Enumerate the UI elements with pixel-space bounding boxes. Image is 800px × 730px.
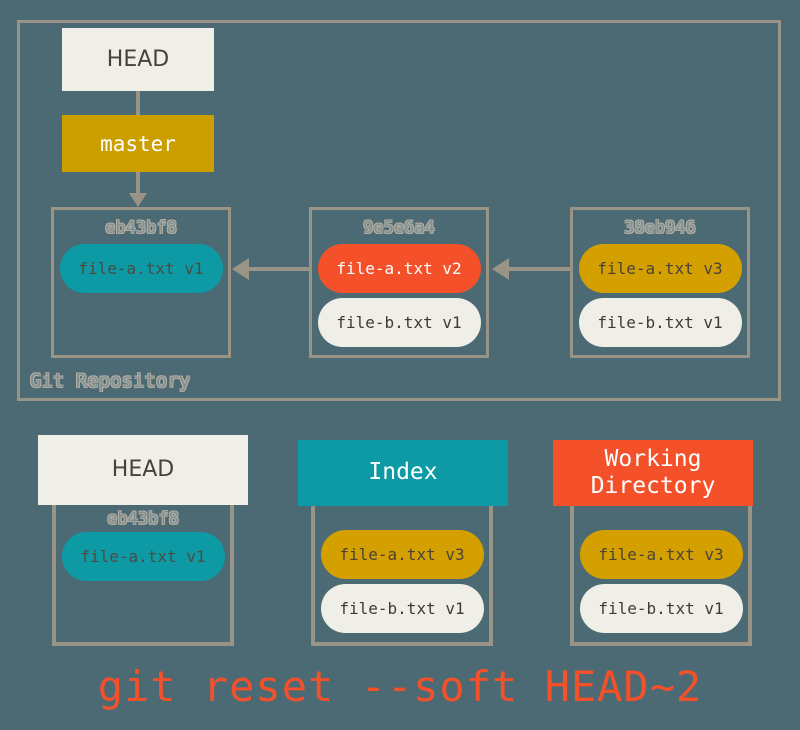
- area-file-list: file-a.txt v1: [56, 532, 230, 581]
- commit-box-eb43bf8: eb43bf8 file-a.txt v1: [51, 207, 231, 358]
- arrow-commit-9e5e6a4-to-eb43bf8: [248, 267, 310, 271]
- area-header-index: Index: [298, 440, 508, 506]
- file-pill: file-b.txt v1: [317, 298, 481, 347]
- area-header-working-directory: Working Directory: [553, 440, 753, 506]
- head-ref-label: HEAD: [106, 47, 170, 72]
- area-title-line-1: Working: [604, 445, 702, 472]
- master-ref-box: master: [62, 115, 214, 172]
- arrow-master-to-commit: [136, 172, 140, 194]
- area-header-head: HEAD: [38, 435, 248, 505]
- commit-box-9e5e6a4: 9e5e6a4 file-a.txt v2 file-b.txt v1: [309, 207, 489, 358]
- area-body-index: file-a.txt v3 file-b.txt v1: [311, 506, 493, 646]
- commit-file-list: file-a.txt v1: [54, 244, 228, 293]
- area-file-list: file-a.txt v3 file-b.txt v1: [315, 530, 489, 633]
- file-pill: file-a.txt v3: [579, 530, 743, 579]
- master-ref-label: master: [100, 131, 176, 156]
- commit-box-38eb946: 38eb946 file-a.txt v3 file-b.txt v1: [570, 207, 750, 358]
- file-pill: file-b.txt v1: [579, 584, 743, 633]
- file-pill: file-a.txt v1: [61, 532, 225, 581]
- head-ref-box: HEAD: [62, 28, 214, 91]
- commit-file-list: file-a.txt v3 file-b.txt v1: [573, 244, 747, 347]
- file-pill: file-a.txt v2: [317, 244, 481, 293]
- git-repository-label: Git Repository: [30, 370, 191, 392]
- file-pill: file-b.txt v1: [320, 584, 484, 633]
- file-pill: file-a.txt v1: [59, 244, 223, 293]
- area-title: HEAD: [111, 457, 175, 483]
- area-file-list: file-a.txt v3 file-b.txt v1: [574, 530, 748, 633]
- area-body-head: eb43bf8 file-a.txt v1: [52, 505, 234, 646]
- commit-sha: 38eb946: [624, 218, 696, 238]
- commit-sha: 9e5e6a4: [363, 218, 435, 238]
- git-repository-container: [17, 20, 781, 401]
- area-title: Index: [368, 459, 438, 486]
- file-pill: file-a.txt v3: [578, 244, 742, 293]
- area-title-line-2: Directory: [590, 473, 716, 499]
- commit-file-list: file-a.txt v2 file-b.txt v1: [312, 244, 486, 347]
- commit-sha: eb43bf8: [105, 218, 177, 238]
- command-caption: git reset --soft HEAD~2: [97, 662, 703, 711]
- file-pill: file-a.txt v3: [320, 530, 484, 579]
- area-sha: eb43bf8: [107, 509, 179, 529]
- area-body-working-directory: file-a.txt v3 file-b.txt v1: [570, 506, 752, 646]
- connector-head-to-master: [136, 91, 140, 115]
- file-pill: file-b.txt v1: [578, 298, 742, 347]
- arrow-commit-38eb946-to-9e5e6a4: [508, 267, 571, 271]
